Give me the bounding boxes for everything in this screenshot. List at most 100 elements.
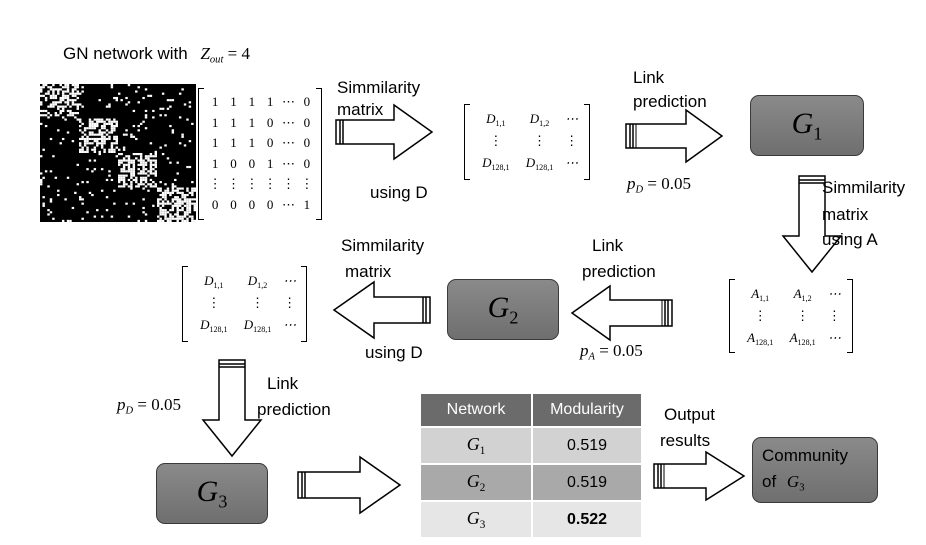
- matrix-cell: 1: [211, 155, 219, 171]
- matrix-cell: 0: [303, 94, 311, 110]
- matrix-cell: ⋯: [827, 330, 841, 345]
- matrix-cell: A128,1: [789, 329, 816, 347]
- matrix-cell: 1: [248, 135, 256, 151]
- node-g2: G2: [447, 279, 559, 340]
- matrix-cell: 0: [211, 196, 219, 212]
- matrix-cell: ⋮: [245, 176, 259, 192]
- matrix-cell: 1: [211, 94, 219, 110]
- matrix-row: A128,1 A128,1 ⋯: [739, 327, 845, 349]
- table-row: G2 0.519: [421, 464, 641, 502]
- matrix-cell: 1: [230, 114, 237, 130]
- matrix-cell: 1: [211, 114, 219, 130]
- row-network: G2: [421, 464, 532, 502]
- matrix-cell: 0: [230, 196, 237, 212]
- arrow-link-bottom: [201, 359, 263, 458]
- matrix-cell: ⋮: [827, 308, 841, 323]
- row-modularity: 0.519: [531, 427, 641, 465]
- matrix-cell: 0: [230, 155, 237, 171]
- pd-top-formula: pD = 0.05: [627, 174, 691, 196]
- sim-d-mid-l1: Simmilarity: [341, 236, 425, 255]
- matrix-cell: ⋯: [281, 114, 295, 130]
- matrix-cell: ⋮: [565, 133, 579, 148]
- matrix-row: ⋮⋮⋮: [739, 305, 845, 327]
- matrix-cell: 0: [248, 196, 256, 212]
- matrix-cell: ⋯: [827, 286, 841, 301]
- arrow-output: [653, 450, 746, 502]
- matrix-cell: D128,1: [243, 316, 272, 334]
- results-table: Network Modularity G1 0.519 G2 0.519 G3 …: [421, 394, 641, 539]
- node-g2-label: G2: [487, 290, 519, 328]
- matrix-cell: 0: [303, 135, 311, 151]
- matrix-cell: 0: [266, 114, 274, 130]
- matrix-cell: ⋮: [300, 176, 314, 192]
- matrix-cell: D1,1: [204, 272, 224, 290]
- matrix-cell: 1: [230, 94, 237, 110]
- matrix-cell: 1: [248, 94, 256, 110]
- sim-d-top-l3: using D: [370, 183, 428, 202]
- link-top-l2: prediction: [633, 92, 707, 111]
- output-l1: Output: [664, 405, 716, 424]
- pd-bottom-formula: pD = 0.05: [117, 395, 181, 417]
- matrix-row: ⋮⋮⋮⋮⋮⋮: [206, 174, 316, 195]
- table-header-row: Network Modularity: [421, 394, 641, 428]
- matrix-cell: A1,2: [793, 285, 812, 303]
- sim-a-l2: matrix: [822, 205, 869, 224]
- matrix-cell: 1: [303, 196, 311, 212]
- matrix-cell: ⋯: [283, 317, 297, 332]
- arrow-sim-d-mid: [332, 280, 431, 340]
- node-g1-label: G1: [791, 106, 823, 144]
- matrix-cell: ⋮: [263, 176, 277, 192]
- matrix-cell: ⋮: [281, 176, 295, 192]
- matrix-cell: A128,1: [747, 329, 774, 347]
- matrix-cell: ⋯: [565, 155, 579, 170]
- matrix-cell: ⋯: [565, 111, 579, 126]
- matrix-cell: D1,2: [247, 272, 268, 290]
- matrix-cell: ⋮: [796, 308, 810, 323]
- community-l1: Community: [762, 446, 848, 465]
- zout-formula: Zout = 4: [200, 44, 250, 66]
- gn-network-label: GN network with Zout = 4: [63, 44, 250, 71]
- matrix-cell: D128,1: [482, 154, 510, 172]
- node-g3-label: G3: [196, 474, 228, 512]
- matrix-cell: ⋯: [281, 135, 295, 151]
- matrix-cell: 0: [303, 155, 311, 171]
- matrix-cell: 1: [211, 135, 219, 151]
- matrix-cell: ⋮: [283, 295, 297, 310]
- header-modularity: Modularity: [531, 394, 641, 428]
- community-l2: of G3: [762, 472, 805, 494]
- table-row: G3 0.522: [421, 501, 641, 539]
- arrow-sim-d-top: [335, 103, 434, 161]
- node-g1: G1: [750, 95, 864, 156]
- matrix-row: A1,1 A1,2 ⋯: [739, 283, 845, 305]
- matrix-cell: ⋯: [281, 196, 295, 212]
- matrix-cell: A1,1: [751, 285, 770, 303]
- matrix-cell: 0: [266, 135, 274, 151]
- matrix-cell: ⋮: [489, 133, 503, 148]
- arrow-link-top: [625, 108, 724, 164]
- arrow-sim-a: [781, 175, 843, 274]
- sim-d-top-l2: matrix: [337, 100, 384, 119]
- link-top-l1: Link: [633, 68, 665, 87]
- matrix-cell: ⋮: [533, 133, 546, 148]
- node-community: Community of G3: [752, 437, 878, 503]
- matrix-row: ⋮ ⋮ ⋮: [474, 130, 582, 152]
- matrix-cell: 1: [230, 135, 237, 151]
- row-modularity: 0.519: [531, 464, 641, 502]
- matrix-cell: D128,1: [200, 316, 228, 334]
- matrix-cell: ⋮: [251, 295, 264, 310]
- matrix-cell: ⋮: [207, 295, 221, 310]
- sim-a-l1: Simmilarity: [822, 178, 906, 197]
- row-network: G1: [421, 427, 532, 465]
- sim-a-l3: using A: [822, 230, 878, 249]
- arrow-link-mid: [570, 284, 673, 342]
- link-bottom-l1: Link: [267, 374, 299, 393]
